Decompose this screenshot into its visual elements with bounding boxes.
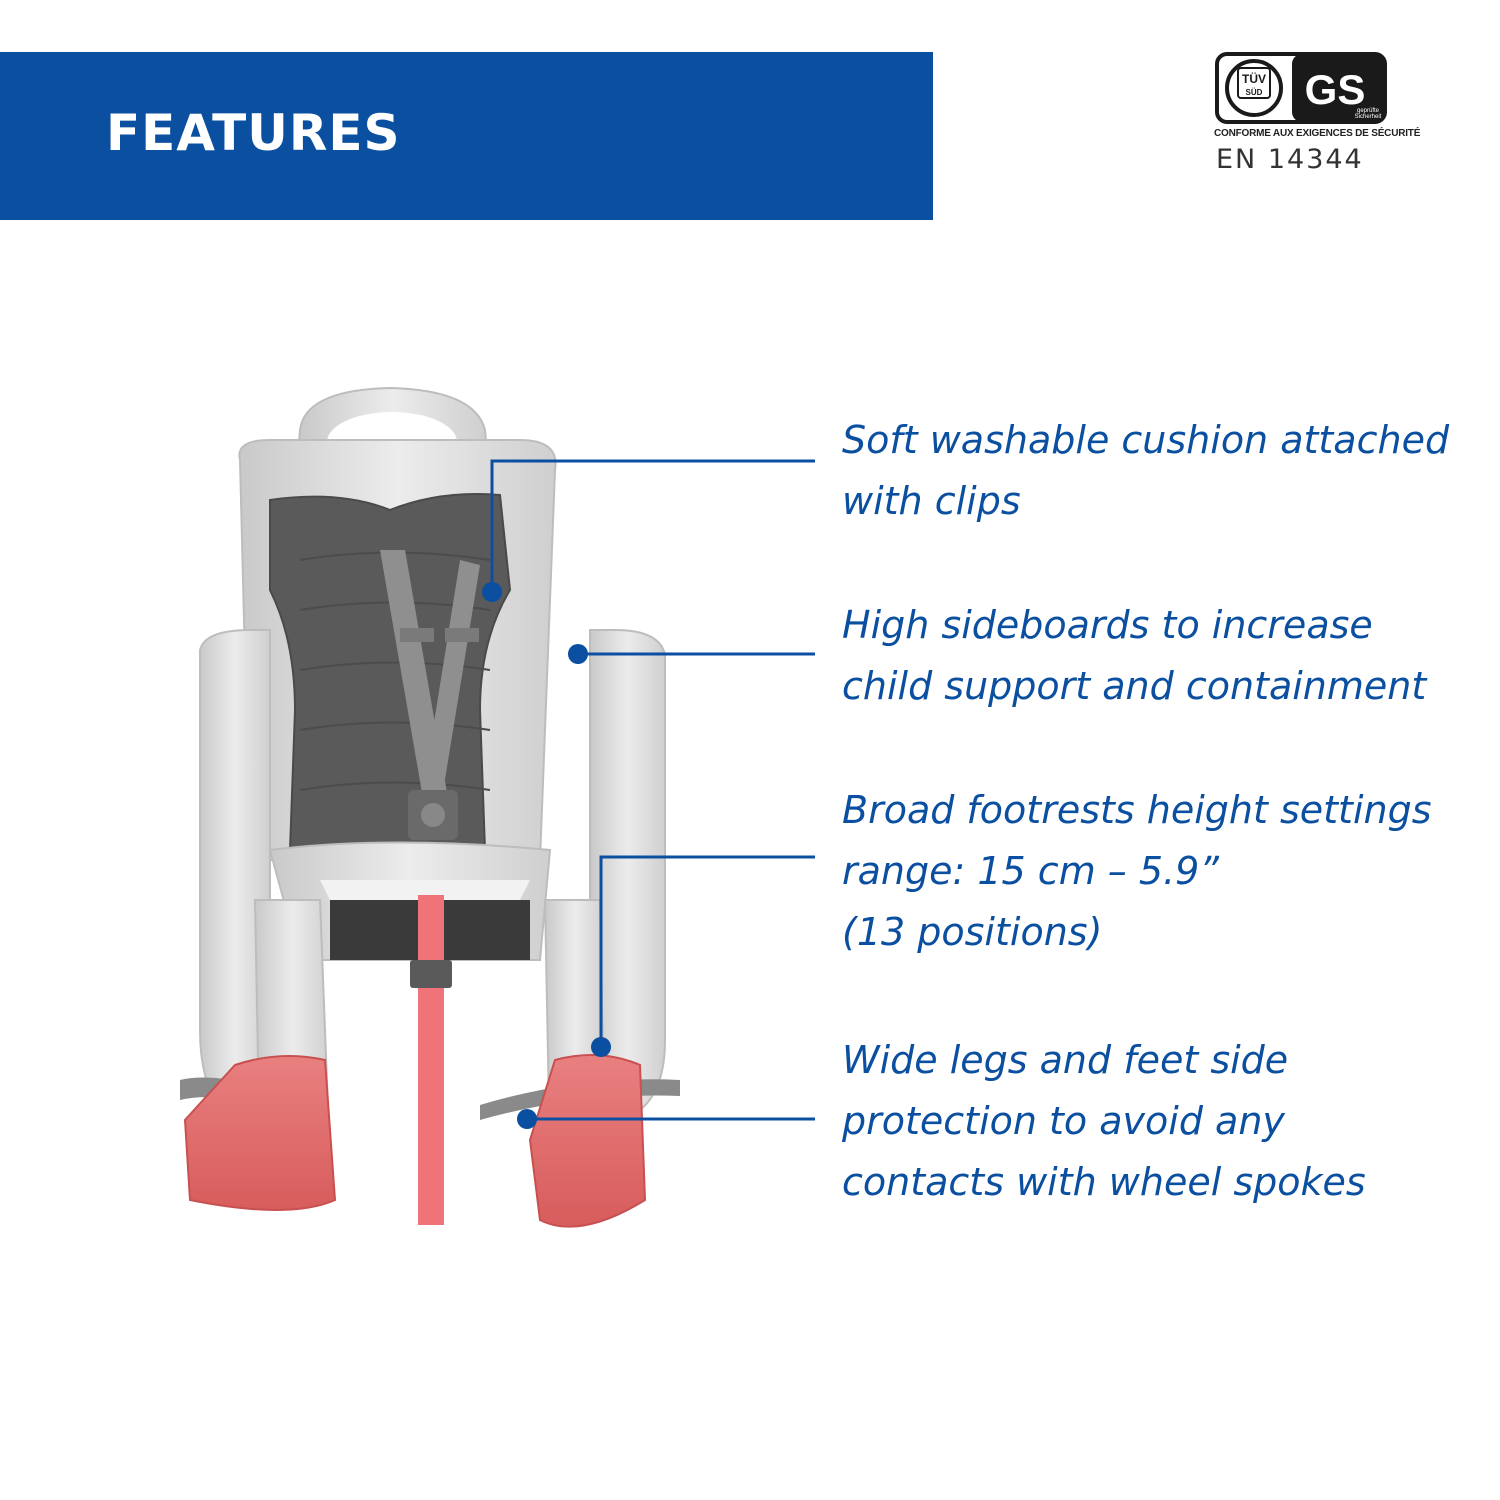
certification-standard: EN 14344 bbox=[1216, 144, 1364, 175]
feature-footrests-line-3: (13 positions) bbox=[842, 910, 1103, 954]
svg-text:geprüfte: geprüfte bbox=[1357, 108, 1380, 114]
svg-text:GS: GS bbox=[1305, 66, 1366, 113]
svg-text:Sicherheit: Sicherheit bbox=[1355, 114, 1382, 120]
feature-cushion-line-2: with clips bbox=[842, 479, 1021, 523]
svg-text:TÜV: TÜV bbox=[1242, 71, 1266, 86]
feature-sideboards-line-2: child support and containment bbox=[842, 664, 1427, 708]
feature-footrests-line-2: range: 15 cm – 5.9” bbox=[842, 849, 1219, 893]
page-title: FEATURES bbox=[106, 104, 401, 162]
feature-cushion: Soft washable cushion attached with clip… bbox=[842, 410, 1492, 532]
feature-leg-protection-line-2: protection to avoid any bbox=[842, 1099, 1285, 1143]
feature-sideboards: High sideboards to increase child suppor… bbox=[842, 595, 1492, 717]
header-banner bbox=[0, 52, 933, 220]
feature-sideboards-line-1: High sideboards to increase bbox=[842, 603, 1373, 647]
feature-leg-protection-line-1: Wide legs and feet side bbox=[842, 1038, 1289, 1082]
svg-text:SÜD: SÜD bbox=[1246, 88, 1263, 97]
feature-leg-protection-line-3: contacts with wheel spokes bbox=[842, 1160, 1366, 1204]
feature-leg-protection: Wide legs and feet side protection to av… bbox=[842, 1030, 1492, 1213]
child-bike-seat-image bbox=[180, 386, 680, 1228]
certification-caption: CONFORME AUX EXIGENCES DE SÉCURITÉ bbox=[1214, 128, 1421, 139]
feature-cushion-line-1: Soft washable cushion attached bbox=[842, 418, 1450, 462]
feature-footrests-line-1: Broad footrests height settings bbox=[842, 788, 1432, 832]
tuv-gs-certification-logo: TÜV SÜD GS geprüfte Sicherheit bbox=[1215, 52, 1387, 124]
feature-footrests: Broad footrests height settings range: 1… bbox=[842, 780, 1492, 963]
